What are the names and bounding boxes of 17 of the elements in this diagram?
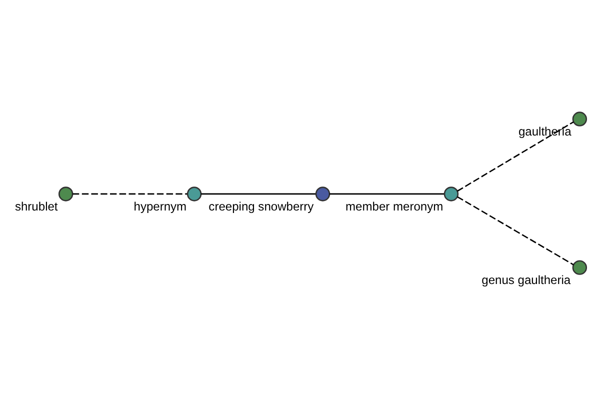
connector (201, 193, 316, 195)
node-circle (186, 186, 202, 202)
node-circle (315, 186, 330, 202)
node-circle (572, 112, 588, 126)
node-label: member meronym (346, 199, 444, 214)
node-label: creeping snowberry (208, 199, 314, 214)
connector (330, 193, 444, 195)
node-circle (572, 260, 588, 275)
node-label: shrublet (14, 199, 58, 214)
connector (456, 196, 574, 266)
connector (456, 121, 574, 192)
node-label: genus gaultheria (482, 272, 571, 287)
node-label: hypernym (134, 199, 187, 214)
node-label: gaultheria (518, 124, 572, 138)
node-circle (444, 186, 459, 202)
node-circle (58, 186, 74, 202)
connector (72, 193, 188, 195)
